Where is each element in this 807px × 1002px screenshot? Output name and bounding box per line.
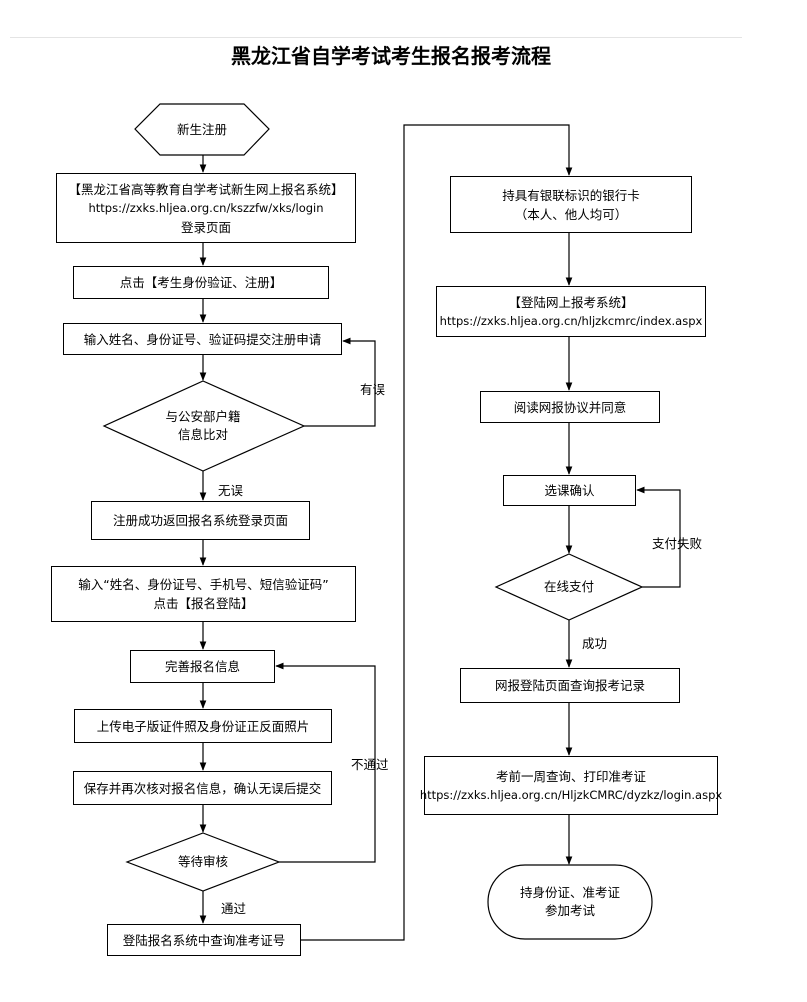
complete-info-box: 完善报名信息 [130,650,275,683]
register-success-label: 注册成功返回报名系统登录页面 [112,513,288,528]
read-agreement-box: 阅读网报协议并同意 [480,391,660,423]
input-info-label: 输入姓名、身份证号、验证码提交注册申请 [83,331,322,347]
compare-line1: 与公安部户籍 [165,409,241,424]
final-node: 持身份证、准考证 参加考试 [488,865,652,939]
exam-system-url: https://zxks.hljea.org.cn/hljzkcmrc/inde… [439,313,703,328]
bank-card-box: 持具有银联标识的银行卡 （本人、他人均可） [450,176,692,233]
review-node: 等待审核 [150,848,256,876]
query-number-box: 登陆报名系统中查询准考证号 [107,924,301,956]
system-url: https://zxks.hljea.org.cn/kszzfw/xks/log… [88,200,324,215]
select-course-box: 选课确认 [503,475,636,506]
label-success: 成功 [582,636,608,651]
top-divider [10,37,742,38]
system-name: 【黑龙江省高等教育自学考试新生网上报名系统】 [68,181,344,197]
compare-node: 与公安部户籍 信息比对 [140,403,266,449]
pay-node: 在线支付 [516,572,622,602]
label-pay-fail: 支付失败 [652,536,703,551]
label-error: 有误 [360,382,386,397]
query-record-label: 网报登陆页面查询报考记录 [494,678,645,693]
page-title: 黑龙江省自学考试考生报名报考流程 [231,44,551,68]
select-course-label: 选课确认 [544,483,595,498]
start-hexagon [134,103,270,156]
click-verify-label: 点击【考生身份验证、注册】 [119,275,283,290]
final-terminal [487,864,653,940]
system-page: 登录页面 [180,219,231,235]
save-submit-label: 保存并再次核对报名信息，确认无误后提交 [83,780,322,796]
upload-photo-box: 上传电子版证件照及身份证正反面照片 [74,709,332,743]
label-ok: 无误 [218,483,244,498]
label-not-pass: 不通过 [351,757,389,772]
final-line2: 参加考试 [544,903,595,918]
pay-label: 在线支付 [543,579,594,594]
compare-line2: 信息比对 [177,427,228,442]
start-label: 新生注册 [176,121,227,137]
register-success-box: 注册成功返回报名系统登录页面 [91,501,310,540]
exam-system-name: 【登陆网上报考系统】 [508,294,634,310]
bank-card-line1: 持具有银联标识的银行卡 [502,187,640,203]
complete-info-label: 完善报名信息 [164,659,240,674]
login-input-line1: 输入“姓名、身份证号、手机号、短信验证码” [78,577,329,592]
query-record-box: 网报登陆页面查询报考记录 [460,668,680,703]
login-input-box: 输入“姓名、身份证号、手机号、短信验证码” 点击【报名登陆】 [51,566,356,622]
print-ticket-box: 考前一周查询、打印准考证 https://zxks.hljea.org.cn/H… [420,756,722,815]
print-url: https://zxks.hljea.org.cn/HljzkCMRC/dyzk… [419,787,723,802]
label-pass: 通过 [221,901,247,916]
login-input-line2: 点击【报名登陆】 [153,596,254,611]
query-number-label: 登陆报名系统中查询准考证号 [122,932,286,948]
bank-card-line2: （本人、他人均可） [514,206,628,222]
registration-system-box: 【黑龙江省高等教育自学考试新生网上报名系统】 https://zxks.hlje… [56,173,356,243]
review-label: 等待审核 [177,854,228,869]
read-agreement-label: 阅读网报协议并同意 [513,399,627,415]
start-node: 新生注册 [135,104,269,155]
final-line1: 持身份证、准考证 [519,885,620,900]
print-line1: 考前一周查询、打印准考证 [495,768,646,784]
input-info-box: 输入姓名、身份证号、验证码提交注册申请 [63,323,342,355]
save-submit-box: 保存并再次核对报名信息，确认无误后提交 [73,771,332,805]
upload-photo-label: 上传电子版证件照及身份证正反面照片 [96,718,310,734]
exam-system-box: 【登陆网上报考系统】 https://zxks.hljea.org.cn/hlj… [436,286,706,337]
click-verify-box: 点击【考生身份验证、注册】 [73,266,329,299]
